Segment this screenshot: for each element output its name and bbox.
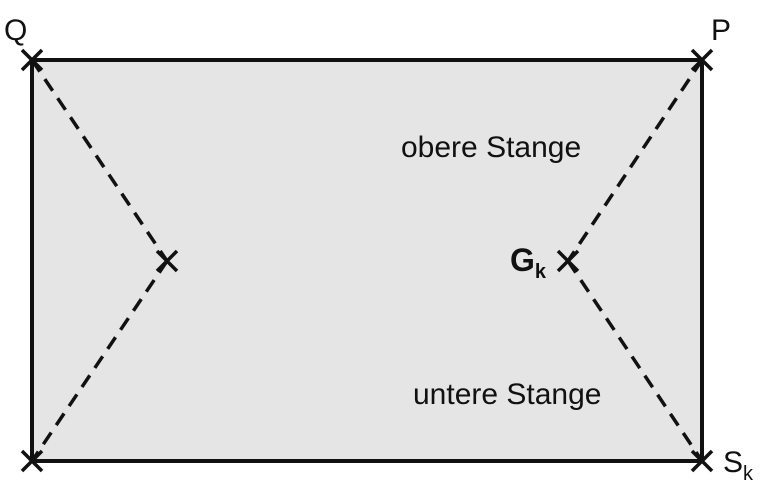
point-left-joint-marker	[155, 249, 179, 273]
point-p-marker	[690, 48, 714, 72]
frame-rectangle	[30, 58, 704, 463]
label-q: Q	[4, 14, 27, 47]
point-q-marker	[20, 48, 44, 72]
label-gk: Gk	[510, 242, 547, 283]
label-sk: Sk	[723, 446, 754, 485]
point-bottom-left-marker	[20, 449, 44, 473]
dashed-line-lower-bar	[566, 260, 704, 462]
label-p: P	[711, 14, 731, 47]
dashed-line-left-lower	[30, 260, 169, 462]
label-gk-sub: k	[535, 261, 547, 283]
point-sk-marker	[690, 449, 714, 473]
label-upper-bar: obere Stange	[401, 131, 581, 164]
label-sk-sub: k	[743, 463, 754, 485]
dashed-line-upper-bar	[566, 59, 704, 262]
dashed-line-left-upper	[30, 59, 169, 262]
label-gk-main: G	[510, 242, 535, 278]
label-sk-main: S	[723, 446, 743, 479]
label-lower-bar: untere Stange	[413, 378, 601, 411]
point-gk-marker	[556, 249, 580, 273]
